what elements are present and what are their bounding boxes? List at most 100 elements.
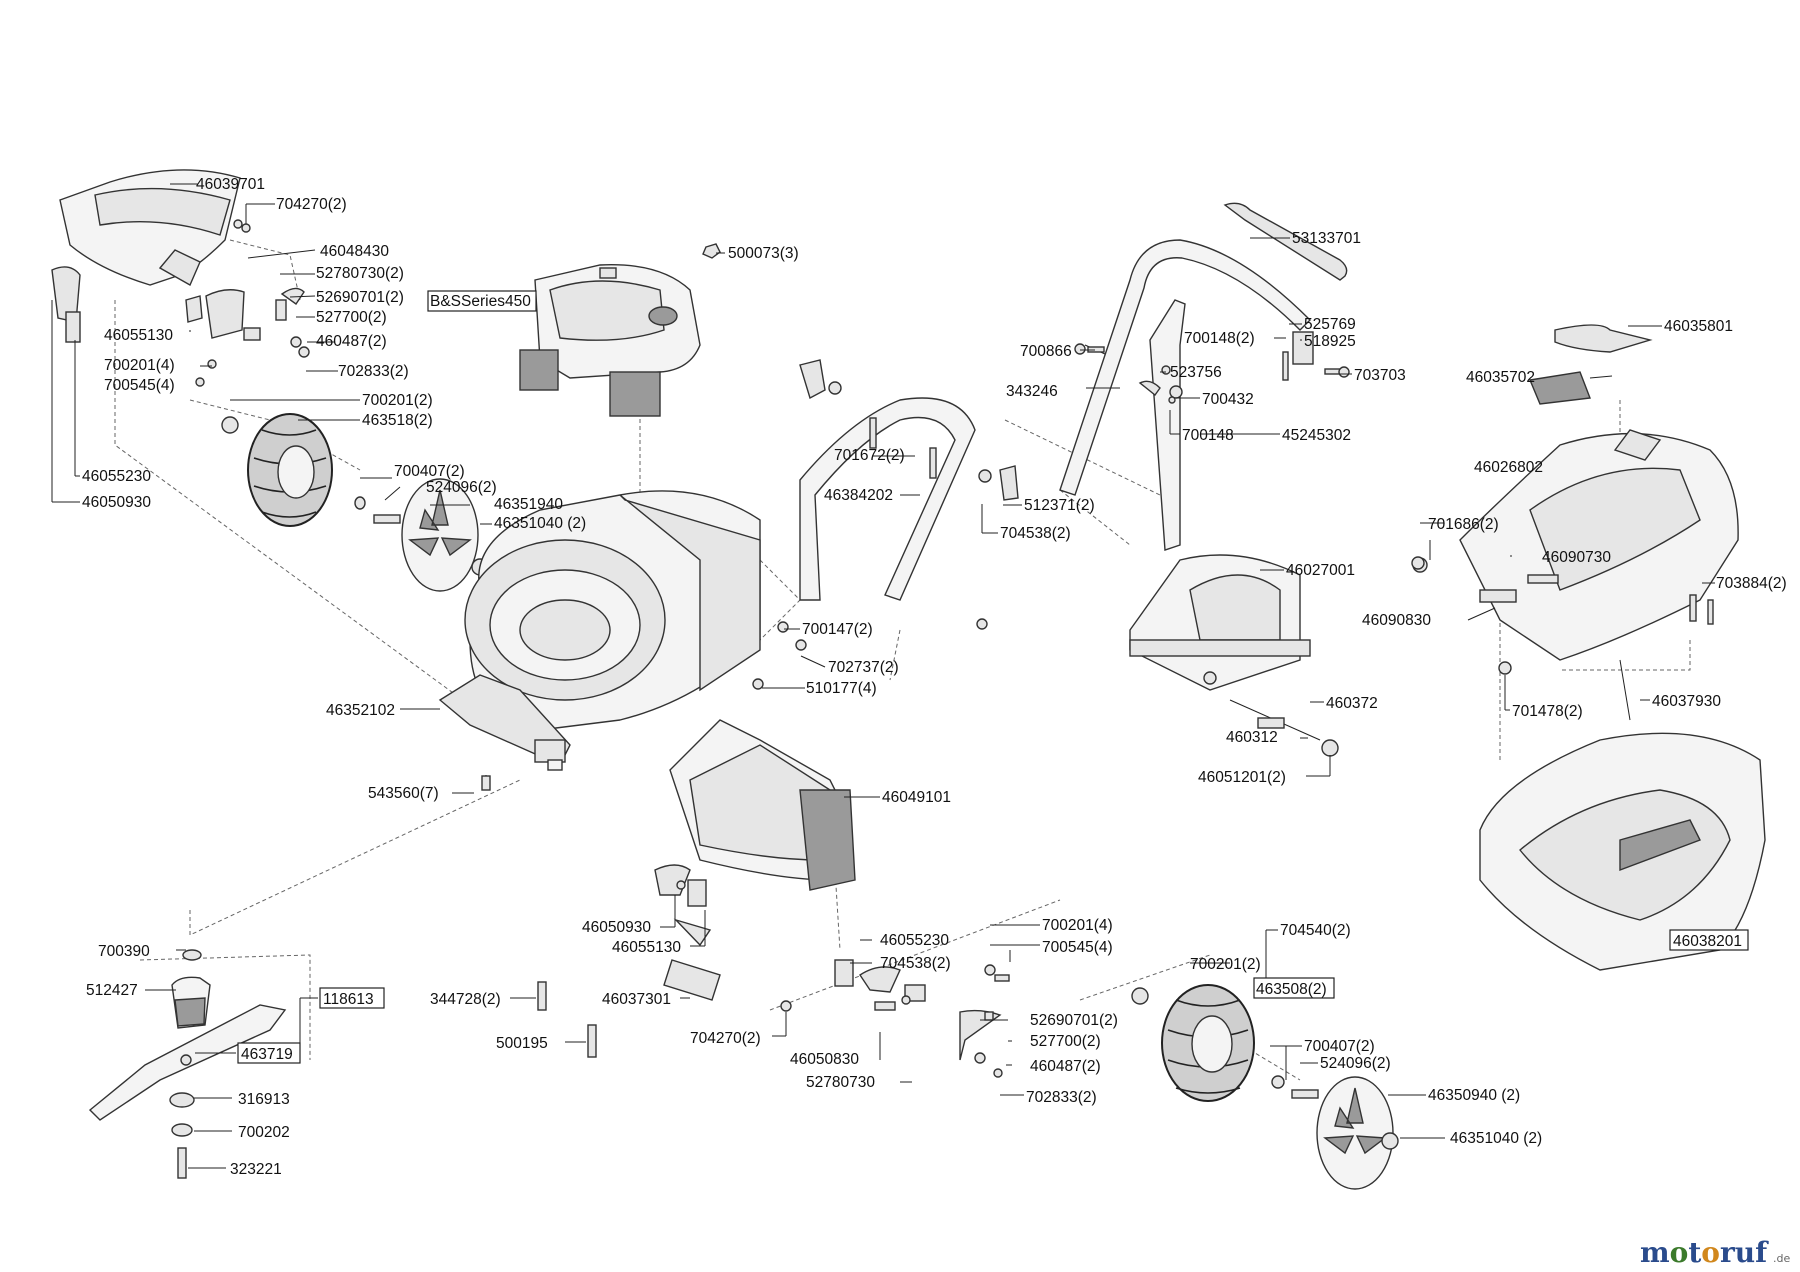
- part-label: 700432: [1202, 391, 1254, 408]
- part-label: 700201(2): [1190, 956, 1261, 973]
- part-label: 700390: [98, 943, 150, 960]
- part-label: 700407(2): [394, 463, 465, 480]
- part-label: 46384202: [824, 487, 893, 504]
- part-label: 518925: [1304, 333, 1356, 350]
- engine: [519, 243, 721, 417]
- part-label: 703884(2): [1716, 575, 1787, 592]
- part-label: 52780730: [806, 1074, 875, 1091]
- part-label: 460487(2): [1030, 1058, 1101, 1075]
- part-label: 46051201(2): [1198, 769, 1286, 786]
- part-label: 700148: [1182, 427, 1234, 444]
- part-label: 46048430: [320, 243, 389, 260]
- part-label: 46035801: [1664, 318, 1733, 335]
- blade-label: 463719: [241, 1046, 293, 1063]
- part-label: 463518(2): [362, 412, 433, 429]
- part-label: 323221: [230, 1161, 282, 1178]
- leader-lines: [51, 183, 1724, 1169]
- grass-catcher-frame: [1412, 324, 1739, 721]
- grass-bag: [1479, 732, 1766, 971]
- handle-upper: [1059, 202, 1348, 551]
- rear-wheel-right: [1131, 984, 1319, 1102]
- part-label: 45245302: [1282, 427, 1351, 444]
- part-label: 700407(2): [1304, 1038, 1375, 1055]
- part-label: 512371(2): [1024, 497, 1095, 514]
- part-label: 701672(2): [834, 447, 905, 464]
- part-label: 701686(2): [1428, 516, 1499, 533]
- part-label: 527700(2): [1030, 1033, 1101, 1050]
- part-label: 46039701: [196, 176, 265, 193]
- part-label: 46055230: [880, 932, 949, 949]
- part-label: 46035702: [1466, 369, 1535, 386]
- part-label: 700545(4): [104, 377, 175, 394]
- part-label: 700201(4): [104, 357, 175, 374]
- handle-lower: [799, 359, 1019, 601]
- part-label: 46351940: [494, 496, 563, 513]
- part-label: 53133701: [1292, 230, 1361, 247]
- rear-flap-cover: [51, 169, 310, 387]
- part-label: 52780730(2): [316, 265, 404, 282]
- part-label: 704270(2): [276, 196, 347, 213]
- part-label: 46090730: [1542, 549, 1611, 566]
- part-label: 702833(2): [1026, 1089, 1097, 1106]
- part-label: 460372: [1326, 695, 1378, 712]
- part-label: 700201(2): [362, 392, 433, 409]
- part-label: 510177(4): [806, 680, 877, 697]
- hub-cap-left: [401, 478, 489, 592]
- grass-bag-label: 46038201: [1673, 933, 1742, 950]
- part-label: 52690701(2): [1030, 1012, 1118, 1029]
- part-label: 460312: [1226, 729, 1278, 746]
- part-label: 700866: [1020, 343, 1072, 360]
- part-label: 704538(2): [1000, 525, 1071, 542]
- part-label: 700202: [238, 1124, 290, 1141]
- part-label: 46049101: [882, 789, 951, 806]
- part-label: 543560(7): [368, 785, 439, 802]
- rear-wheel-left: [221, 413, 401, 527]
- part-label: 703703: [1354, 367, 1406, 384]
- part-label: 460487(2): [316, 333, 387, 350]
- part-label: 343246: [1006, 383, 1058, 400]
- part-label: 500195: [496, 1035, 548, 1052]
- part-label: 344728(2): [430, 991, 501, 1008]
- part-label: 46055130: [104, 327, 173, 344]
- part-label: 704540(2): [1280, 922, 1351, 939]
- part-label: 46050930: [582, 919, 651, 936]
- part-label: 702737(2): [828, 659, 899, 676]
- part-labels: 46039701 704270(2) 46048430 52780730(2) …: [82, 176, 1787, 1178]
- part-label: 46351040 (2): [494, 515, 586, 532]
- part-label: 700147(2): [802, 621, 873, 638]
- discharge-chute: [654, 719, 1003, 1078]
- part-label: 704270(2): [690, 1030, 761, 1047]
- part-label: 46037930: [1652, 693, 1721, 710]
- part-label: 704538(2): [880, 955, 951, 972]
- part-label: 52690701(2): [316, 289, 404, 306]
- part-label: 512427: [86, 982, 138, 999]
- part-label: 46055130: [612, 939, 681, 956]
- hardware: [241, 223, 1714, 1058]
- part-label: 46055230: [82, 468, 151, 485]
- part-label: 701478(2): [1512, 703, 1583, 720]
- part-label: 316913: [238, 1091, 290, 1108]
- part-label: 46050930: [82, 494, 151, 511]
- part-label: 700545(4): [1042, 939, 1113, 956]
- part-label: 46350940 (2): [1428, 1087, 1520, 1104]
- part-label: 702833(2): [338, 363, 409, 380]
- part-label: 525769: [1304, 316, 1356, 333]
- part-label: 46027001: [1286, 562, 1355, 579]
- part-label: 523756: [1170, 364, 1222, 381]
- svg-text:motoruf: motoruf: [1640, 1236, 1769, 1269]
- rear-wheel-label: 463508(2): [1256, 981, 1327, 998]
- part-label: 46352102: [326, 702, 395, 719]
- part-label: 46351040 (2): [1450, 1130, 1542, 1147]
- part-label: 46037301: [602, 991, 671, 1008]
- engine-series-label: B&SSeries450: [430, 293, 531, 310]
- mower-deck: [438, 490, 761, 791]
- blade-assembly: [88, 949, 287, 1179]
- part-label: 524096(2): [1320, 1055, 1391, 1072]
- svg-text:.de: .de: [1773, 1252, 1790, 1265]
- hub-cap-right: [1316, 1076, 1399, 1190]
- part-label: 527700(2): [316, 309, 387, 326]
- part-label: 46090830: [1362, 612, 1431, 629]
- part-label: 524096(2): [426, 479, 497, 496]
- grass-bag-lid: [1129, 554, 1339, 757]
